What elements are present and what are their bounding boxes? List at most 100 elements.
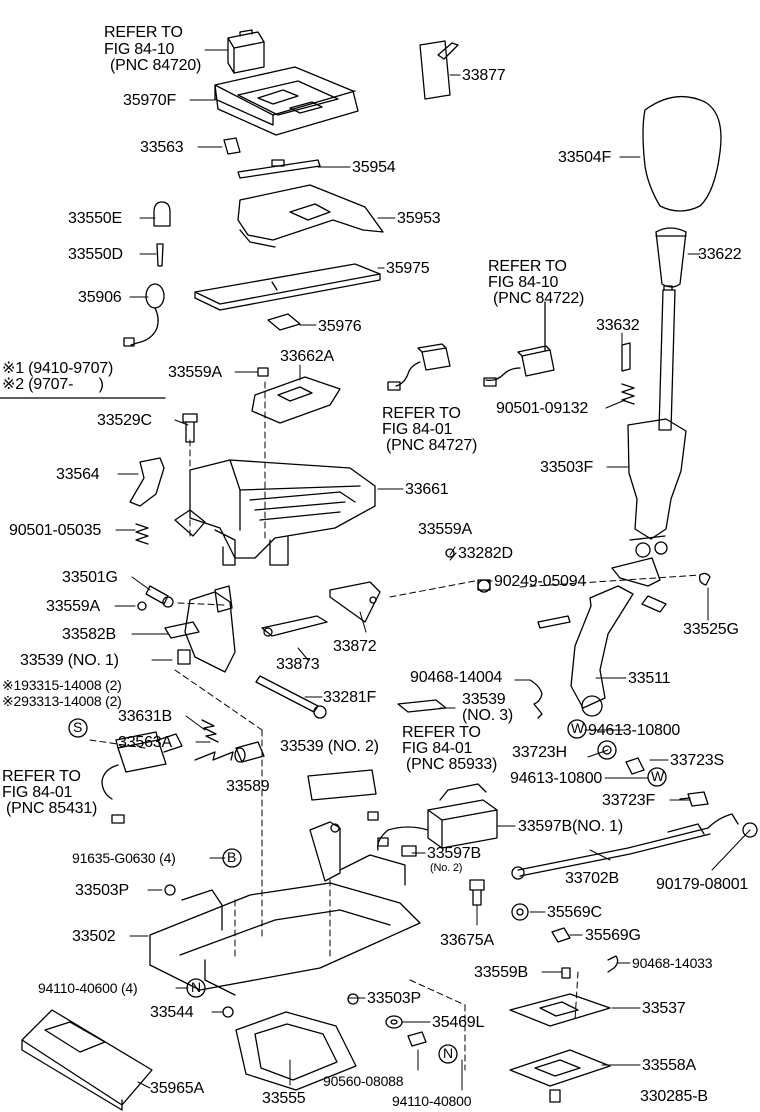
clip-33525G-part bbox=[698, 572, 711, 586]
nut-90179-part bbox=[742, 822, 758, 838]
label-90560-08088: 90560-08088 bbox=[323, 1073, 404, 1089]
ref-84720-line-3: (PNC 84720) bbox=[110, 57, 202, 74]
bulb-33550E-part bbox=[153, 201, 171, 227]
label-33281F: 33281F bbox=[323, 689, 377, 706]
label-35965A: 35965A bbox=[150, 1080, 204, 1097]
bushing-35569G-part bbox=[551, 927, 571, 943]
label-33539-no2: 33539 (NO. 2) bbox=[280, 738, 379, 755]
washer-33559A-part bbox=[137, 601, 147, 611]
lever-33503F-part bbox=[627, 285, 687, 558]
bushing-35569C-part bbox=[511, 903, 529, 921]
label-33632: 33632 bbox=[596, 317, 640, 334]
clip-33559A-part bbox=[257, 367, 269, 377]
legend-line-1: ※1 (9410-9707) bbox=[2, 360, 114, 377]
label-33675A: 33675A bbox=[440, 932, 494, 949]
boot-33555-part bbox=[235, 1011, 357, 1091]
clip-33563-part bbox=[223, 137, 241, 155]
bushing-33723F-part bbox=[679, 791, 709, 807]
ref-85431-line-3: (PNC 85431) bbox=[6, 800, 98, 817]
ref-85933-line-3: (PNC 85933) bbox=[406, 756, 498, 773]
cover-35953-part bbox=[237, 184, 384, 248]
label-33589: 33589 bbox=[226, 778, 270, 795]
symbol-b: B bbox=[227, 849, 237, 865]
bracket-33661-part bbox=[174, 459, 376, 566]
indicator-housing-35970F-part bbox=[214, 66, 359, 136]
base-plate-33502-part bbox=[149, 821, 421, 996]
bulb-33550D-part bbox=[156, 243, 164, 267]
label-33563: 33563 bbox=[140, 139, 184, 156]
plate-33662A-part bbox=[251, 376, 341, 424]
label-33877: 33877 bbox=[462, 67, 506, 84]
label-33502: 33502 bbox=[72, 928, 116, 945]
label-33550E: 33550E bbox=[68, 210, 122, 227]
label-33537: 33537 bbox=[642, 1000, 686, 1017]
unit-33597B-part bbox=[367, 783, 498, 857]
label-33559A-2: 33559A bbox=[418, 521, 472, 538]
knob-33504F-part bbox=[642, 96, 722, 212]
label-94110-40600: 94110-40600 (4) bbox=[38, 980, 138, 996]
solenoid-85431-part bbox=[101, 731, 183, 824]
plate-hole bbox=[369, 596, 377, 604]
label-33559A-1: 33559A bbox=[168, 364, 222, 381]
label-33555: 33555 bbox=[262, 1090, 306, 1107]
label-33529C: 33529C bbox=[97, 412, 152, 429]
label-33559A-3: 33559A bbox=[46, 598, 100, 615]
pad-33539-no3-part bbox=[397, 699, 447, 713]
label-90179-08001: 90179-08001 bbox=[656, 876, 749, 893]
label-33503F: 33503F bbox=[540, 459, 594, 476]
ref-85431-line-1: REFER TO bbox=[2, 768, 81, 785]
bushing-33589-part bbox=[234, 741, 265, 763]
label-94613-10800-2: 94613-10800 bbox=[510, 770, 603, 787]
boot-33622-part bbox=[655, 227, 687, 288]
light-guide-35975-part bbox=[194, 263, 381, 311]
cable-33702B-part bbox=[511, 813, 739, 880]
label-33662A: 33662A bbox=[280, 348, 334, 365]
label-90468-14004: 90468-14004 bbox=[410, 669, 503, 686]
plate-33872-part bbox=[329, 581, 381, 623]
symbol-w-2: W bbox=[651, 768, 665, 784]
ref-84720-line-2: FIG 84-10 bbox=[104, 41, 175, 58]
label-33563A: 33563A bbox=[118, 734, 172, 751]
connector-84727-part bbox=[387, 343, 451, 391]
label-35976: 35976 bbox=[318, 318, 362, 335]
plate-33539-no2-part bbox=[307, 769, 377, 801]
label-33539-no3-suffix: (NO. 3) bbox=[462, 707, 514, 724]
legend-line-2: ※2 (9707- ) bbox=[2, 376, 104, 393]
spring-90501-05035-part bbox=[135, 523, 149, 545]
clip-33559B-part bbox=[561, 967, 571, 979]
label-33503P-1: 33503P bbox=[75, 882, 129, 899]
pin-head-part bbox=[477, 579, 491, 593]
ref-84727-line-1: REFER TO bbox=[382, 405, 461, 422]
label-35975: 35975 bbox=[386, 260, 430, 277]
symbol-n-2: N bbox=[443, 1045, 453, 1061]
label-33503P-2: 33503P bbox=[367, 990, 421, 1007]
label-33564: 33564 bbox=[56, 466, 100, 483]
symbol-s: S bbox=[73, 719, 83, 735]
label-93315-14008: ※193315-14008 (2) bbox=[2, 677, 122, 693]
label-33501G: 33501G bbox=[62, 569, 118, 586]
clip-90468-14033-part bbox=[607, 955, 619, 973]
label-33539-no3: 33539 bbox=[462, 691, 506, 708]
cover-35965A-part bbox=[21, 1009, 153, 1111]
rod-33281F-part bbox=[255, 675, 327, 719]
clip-33559A-small-part bbox=[445, 548, 455, 558]
plate-35954-part bbox=[237, 159, 321, 179]
label-35970F: 35970F bbox=[123, 92, 177, 109]
label-90468-14033: 90468-14033 bbox=[632, 955, 713, 971]
label-35906: 35906 bbox=[78, 289, 122, 306]
label-33723S: 33723S bbox=[670, 752, 724, 769]
ref-85431-line-2: FIG 84-01 bbox=[2, 784, 73, 801]
figure-number: 330285-B bbox=[640, 1088, 708, 1105]
bolt-90249-05094-part bbox=[537, 615, 571, 629]
label-33550D: 33550D bbox=[68, 246, 123, 263]
symbol-n-1: N bbox=[191, 979, 201, 995]
label-33539-no1: 33539 (NO. 1) bbox=[20, 652, 119, 669]
label-35953: 35953 bbox=[397, 210, 441, 227]
label-33597B-no1: 33597B(NO. 1) bbox=[518, 818, 624, 835]
label-33597B-no2-suffix: (No. 2) bbox=[430, 862, 463, 874]
tag-33877-part bbox=[419, 40, 459, 100]
label-33723H: 33723H bbox=[512, 744, 567, 761]
clip-90468-14004-part bbox=[529, 679, 543, 719]
label-90249-05094: 90249-05094 bbox=[494, 573, 587, 590]
